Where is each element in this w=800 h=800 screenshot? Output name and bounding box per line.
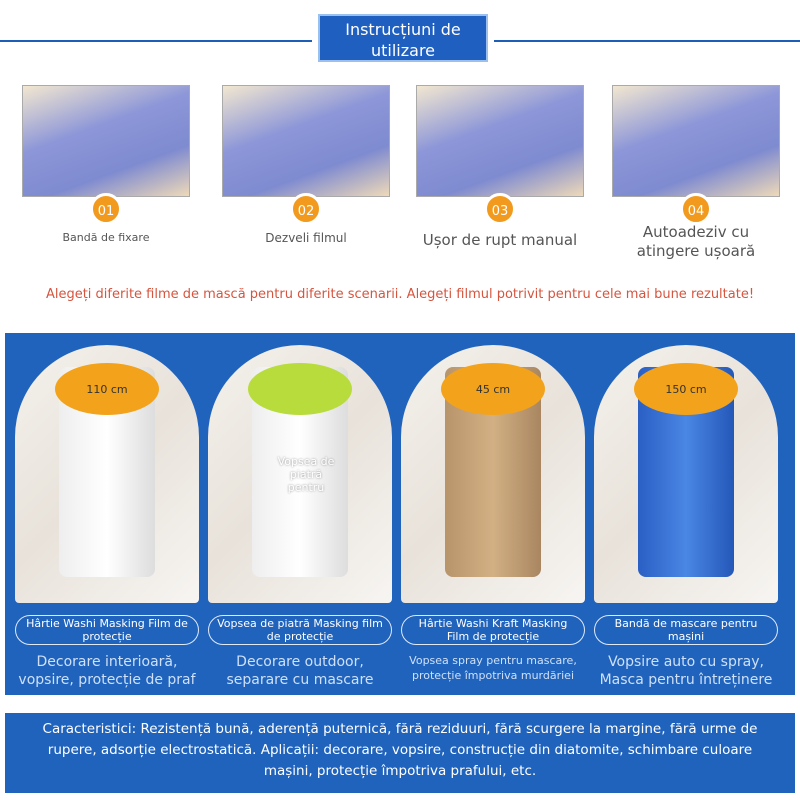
step-number: 01 (90, 193, 122, 225)
header-line-left (0, 40, 312, 42)
product-name: Hârtie Washi Kraft Masking Film de prote… (401, 615, 585, 645)
product-image: 110 cm (15, 345, 199, 603)
roll-label: 150 cm (634, 363, 738, 415)
step-image (222, 85, 390, 197)
header-line-right (494, 40, 800, 42)
product-name: Hârtie Washi Masking Film de protecție (15, 615, 199, 645)
step-label: Bandă de fixare (62, 231, 150, 244)
roll-label: 45 cm (441, 363, 545, 415)
step-image (612, 85, 780, 197)
product-card: 110 cm Hârtie Washi Masking Film de prot… (15, 345, 199, 689)
product-image: 150 cm (594, 345, 778, 603)
product-card: 45 cm Hârtie Washi Kraft Masking Film de… (401, 345, 585, 683)
product-name: Bandă de mascare pentru mașini (594, 615, 778, 645)
step-label: Dezveli filmul (265, 231, 347, 245)
image-overlay-text: Vopsea de piatră pentru (277, 455, 335, 494)
step-label: Autoadeziv cu atingere ușoară (636, 223, 756, 260)
product-description: Decorare outdoor, separare cu mascare (226, 654, 374, 688)
step-label: Ușor de rupt manual (422, 231, 578, 249)
product-card: Vopsea de piatră pentru Vopsea de piatră… (208, 345, 392, 689)
product-image: Vopsea de piatră pentru (208, 345, 392, 603)
product-description: Decorare interioară, vopsire, protecție … (18, 654, 196, 688)
step-number: 02 (290, 193, 322, 225)
product-panel: 110 cm Hârtie Washi Masking Film de prot… (5, 333, 795, 695)
roll-label: 110 cm (55, 363, 159, 415)
product-description: Vopsea spray pentru mascare, protecție î… (409, 654, 577, 682)
product-name: Vopsea de piatră Masking film de protecț… (208, 615, 392, 645)
features-text: Caracteristici: Rezistență bună, aderenț… (5, 713, 795, 793)
page-title: Instrucțiuni de utilizare (318, 14, 488, 62)
step-number: 04 (680, 193, 712, 225)
step-image (416, 85, 584, 197)
product-description: Vopsire auto cu spray, Masca pentru într… (599, 654, 773, 688)
product-image: 45 cm (401, 345, 585, 603)
product-card: 150 cm Bandă de mascare pentru mașini Vo… (594, 345, 778, 689)
step-number: 03 (484, 193, 516, 225)
step-image (22, 85, 190, 197)
promo-banner: Alegeți diferite filme de mască pentru d… (45, 287, 755, 302)
